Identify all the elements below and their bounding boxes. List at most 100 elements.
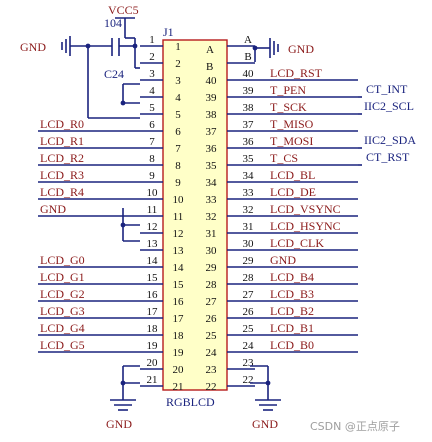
right-pin-number: 24 [243,340,255,352]
inner-pin-right: 29 [206,262,218,274]
right-net-label: T_MISO [270,117,314,131]
right-pin-number: 37 [243,119,255,131]
inner-pin-right: 28 [206,279,218,291]
right-net-label: LCD_B0 [270,338,314,352]
side-label-iic2-scl: IIC2_SCL [364,99,414,113]
right-pin-row: A [227,34,255,47]
inner-pin-right: 31 [206,228,217,240]
left-pin-row: 6 LCD_R0 [38,117,163,132]
left-pin-number: 2 [149,51,155,63]
left-pin-number: 10 [147,187,159,199]
left-net-label: LCD_G1 [40,270,85,284]
inner-pin-right: 39 [206,92,218,104]
inner-pin-right: 35 [206,160,218,172]
inner-pin-right: 34 [206,177,218,189]
inner-pin-left: 7 [175,143,181,155]
left-pin-number: 9 [149,170,155,182]
right-pin-number: 35 [243,153,255,165]
side-label-ct-int: CT_INT [366,82,408,96]
vcc-network: VCC5 104 C24 GND [20,3,140,119]
inner-pin-right: 26 [206,313,218,325]
ground-bottom-right: GND [250,365,281,431]
inner-pin-right: 40 [206,75,218,87]
right-net-label: LCD_VSYNC [270,202,341,216]
right-net-label: T_MOSI [270,134,313,148]
left-pin-number: 3 [149,68,155,80]
inner-pin-left: 12 [173,228,184,240]
left-pin-number: 20 [147,357,159,369]
left-net-label: LCD_R0 [40,117,84,131]
right-pin-number: A [244,34,252,46]
left-pin-number: 1 [149,34,155,46]
inner-pin-left: 15 [173,279,185,291]
left-pin-number: 6 [149,119,155,131]
left-pin-number: 17 [147,306,159,318]
left-pin-number: 5 [149,102,155,114]
side-label-iic2-sda: IIC2_SDA [364,133,416,147]
inner-pin-right: 36 [206,143,218,155]
right-net-label: LCD_B1 [270,321,314,335]
left-pin-number: 14 [147,255,159,267]
inner-pin-right: 37 [206,126,218,138]
right-net-label: LCD_HSYNC [270,219,341,233]
inner-pin-right: 27 [206,296,218,308]
column-label-b: B [206,61,213,73]
inner-pin-left: 3 [175,75,181,87]
right-pin-number: 26 [243,306,255,318]
gnd-bottom-right-label: GND [252,417,278,431]
inner-pin-left: 1 [175,41,181,53]
inner-pin-left: 11 [173,211,184,223]
inner-pin-left: 20 [173,364,185,376]
inner-pin-left: 8 [175,160,181,172]
left-pin-row: 20 [140,357,163,370]
left-pin-row: 18 LCD_G4 [38,321,163,336]
left-gnd-bridge [120,208,140,242]
left-net-label: GND [40,202,66,216]
left-pin-rows: 123456LCD_R07LCD_R18LCD_R29LCD_R310LCD_R… [38,34,163,387]
right-net-label: LCD_BL [270,168,315,182]
left-net-label: LCD_G4 [40,321,85,335]
watermark: CSDN @正点原子 [310,420,400,433]
gnd-top-left-label: GND [20,40,46,54]
right-pin-number: 38 [243,102,255,114]
inner-pin-left: 14 [173,262,185,274]
left-pin-number: 18 [147,323,159,335]
connector-ref: J1 [163,25,174,39]
left-pin-row: 1 [140,34,163,47]
capacitor-value: 104 [104,16,122,30]
inner-pin-right: 24 [206,347,218,359]
right-net-label: T_PEN [270,83,306,97]
inner-pin-left: 10 [173,194,185,206]
right-pin-number: 40 [243,68,255,80]
vcc5-label: VCC5 [108,3,139,17]
left-pin-number: 4 [149,85,155,97]
left-net-label: LCD_R4 [40,185,84,199]
left-pin-number: 7 [149,136,155,148]
ground-bottom-left: GND [106,365,140,431]
right-pin-row: 38 T_SCK [227,100,358,115]
gnd-top-right-label: GND [288,42,314,56]
inner-pin-right: 38 [206,109,218,121]
left-pin-number: 21 [147,374,158,386]
right-pin-number: 22 [243,374,254,386]
inner-pin-left: 4 [175,92,181,104]
right-net-label: LCD_RST [270,66,323,80]
right-net-label: GND [270,253,296,267]
right-pin-number: 30 [243,238,255,250]
right-pin-number: 23 [243,357,255,369]
right-net-label: T_SCK [270,100,307,114]
ground-ab-network: GND [252,38,314,62]
